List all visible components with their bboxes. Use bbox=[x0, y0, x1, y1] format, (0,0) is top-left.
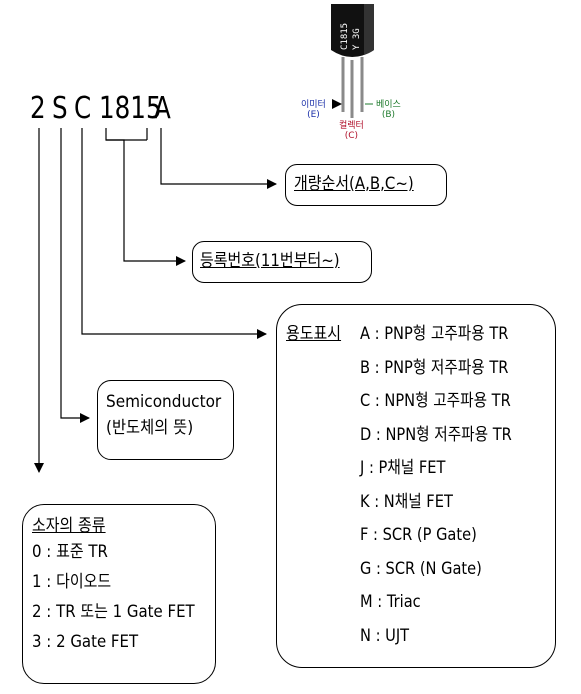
usage-item: F : SCR (P Gate) bbox=[360, 525, 477, 545]
usage-item: J : P채널 FET bbox=[360, 458, 446, 478]
semiconductor-meaning: (반도체의 뜻) bbox=[106, 418, 194, 438]
revision-label: 개량순서(A,B,C~) bbox=[294, 174, 414, 194]
kind-box bbox=[22, 504, 216, 684]
part-char-usage: C bbox=[74, 91, 92, 126]
usage-item: M : Triac bbox=[360, 592, 421, 612]
usage-item: N : UJT bbox=[360, 625, 410, 646]
usage-item: D : NPN형 저주파용 TR bbox=[360, 424, 512, 445]
usage-item: C : NPN형 고주파용 TR bbox=[360, 391, 511, 411]
transistor-marking-1: C1815 bbox=[340, 22, 350, 50]
usage-item: B : PNP형 저주파용 TR bbox=[360, 357, 509, 378]
pin-collector-label: 컬렉터 (C) bbox=[339, 121, 364, 141]
transistor-body bbox=[331, 4, 374, 57]
transistor-shade bbox=[364, 4, 374, 55]
usage-item: K : N채널 FET bbox=[360, 491, 453, 512]
part-char-type: 2 bbox=[30, 91, 46, 126]
connector-semiconductor bbox=[60, 128, 90, 423]
connector-usage bbox=[81, 128, 267, 339]
part-char-semiconductor: S bbox=[52, 91, 68, 126]
usage-item: A : PNP형 고주파용 TR bbox=[360, 324, 509, 344]
semiconductor-label: Semiconductor (반도체의 뜻) bbox=[106, 392, 221, 438]
revision-box bbox=[285, 164, 447, 206]
pin-base-label: 베이스 (B) bbox=[376, 100, 401, 120]
pin-emitter-name: 이미터 bbox=[301, 100, 326, 110]
connector-serial bbox=[105, 128, 184, 262]
part-char-serial: 1815 bbox=[99, 91, 162, 126]
kind-item: 0 : 표준 TR bbox=[32, 542, 108, 562]
transistor-marking-2: Y 3G bbox=[352, 28, 362, 50]
pin-collector-name: 컬렉터 bbox=[339, 121, 364, 131]
pin-base-name: 베이스 bbox=[376, 100, 401, 110]
pin-base-symbol: (B) bbox=[381, 110, 396, 120]
pin-emitter-label: 이미터 (E) bbox=[301, 100, 326, 120]
serial-box bbox=[192, 241, 372, 283]
part-char-revision: A bbox=[154, 91, 171, 126]
kind-item: 2 : TR 또는 1 Gate FET bbox=[32, 602, 195, 622]
semiconductor-word: Semiconductor bbox=[106, 392, 222, 412]
semiconductor-box bbox=[97, 380, 234, 460]
kind-title: 소자의 종류 bbox=[32, 516, 106, 536]
usage-title: 용도표시 bbox=[286, 324, 342, 344]
kind-item: 3 : 2 Gate FET bbox=[32, 632, 139, 652]
usage-box bbox=[276, 304, 556, 668]
pin-collector-symbol: (C) bbox=[344, 131, 359, 141]
connector-revision bbox=[160, 128, 277, 189]
usage-item: G : SCR (N Gate) bbox=[360, 558, 482, 579]
pin-emitter-symbol: (E) bbox=[307, 110, 320, 120]
kind-item: 1 : 다이오드 bbox=[32, 572, 112, 592]
serial-label: 등록번호(11번부터~) bbox=[200, 251, 340, 271]
